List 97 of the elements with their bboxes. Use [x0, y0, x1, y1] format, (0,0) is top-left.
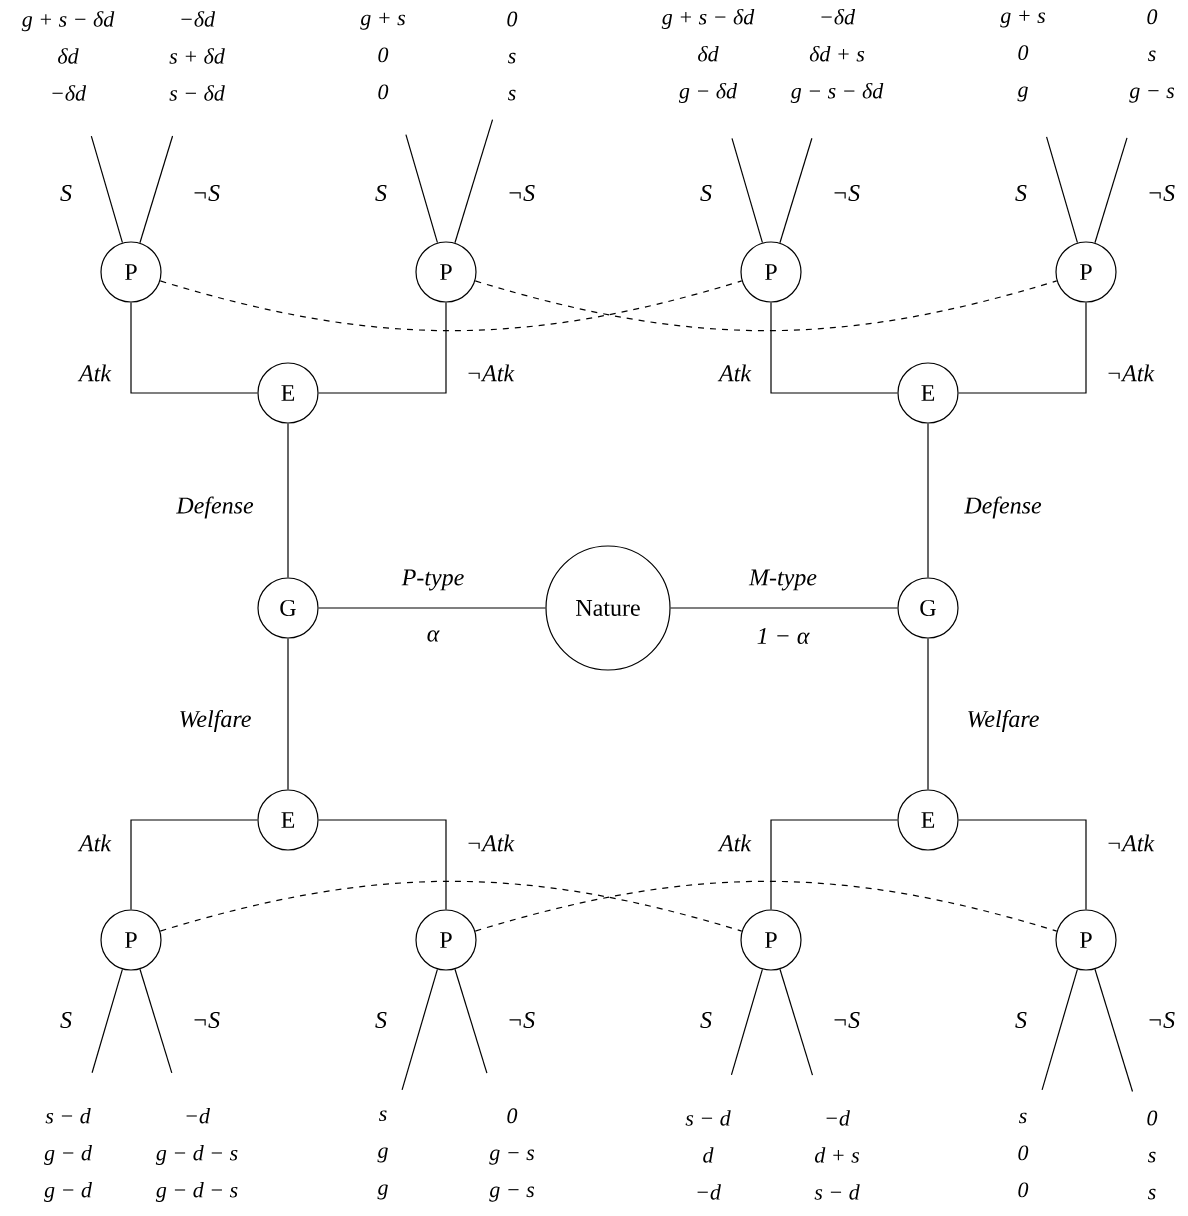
branch-line — [130, 819, 258, 910]
decision-node: E — [897, 789, 959, 851]
branch-line — [730, 968, 763, 1076]
branch-line — [287, 638, 289, 790]
branch-line — [90, 135, 124, 244]
probability-label: α — [424, 628, 442, 644]
decision-node: E — [257, 362, 319, 424]
decision-node: P — [1055, 909, 1117, 971]
edge-label: ¬S — [504, 1009, 538, 1031]
decision-node: G — [257, 577, 319, 639]
edge-label: S — [58, 182, 74, 204]
decision-node: E — [257, 789, 319, 851]
branch-line — [1094, 137, 1128, 244]
branch-line — [958, 302, 1087, 394]
edge-label: ¬S — [829, 1009, 863, 1031]
payoff-vector: g + s 0 g — [1000, 10, 1046, 102]
branch-line — [779, 137, 813, 244]
edge-label: Atk — [77, 362, 113, 384]
branch-line — [287, 423, 289, 578]
branch-line — [91, 968, 123, 1074]
edge-label: ¬S — [504, 182, 538, 204]
branch-line — [454, 119, 494, 244]
edge-label: ¬Atk — [1103, 832, 1157, 854]
branch-line — [670, 607, 898, 609]
branch-line — [401, 968, 438, 1091]
edge-label: S — [698, 1009, 714, 1031]
payoff-vector: 0 g − s g − s — [489, 1108, 535, 1202]
decision-node: P — [100, 909, 162, 971]
edge-label: S — [1013, 182, 1029, 204]
probability-label: 1 − α — [754, 625, 812, 647]
payoff-vector: 0 s s — [507, 11, 518, 101]
payoff-vector: g + s − δd δd −δd — [21, 11, 115, 101]
edge-label: ¬Atk — [463, 362, 517, 384]
decision-node: P — [100, 241, 162, 303]
branch-line — [318, 607, 546, 609]
edge-label: ¬S — [1144, 182, 1178, 204]
edge-label: Atk — [717, 832, 753, 854]
edge-label: S — [58, 1009, 74, 1031]
edge-label: Welfare — [176, 708, 254, 734]
edge-label: S — [373, 1009, 389, 1031]
branch-line — [454, 968, 488, 1074]
decision-node: P — [415, 909, 477, 971]
edge-label: S — [698, 182, 714, 204]
payoff-vector: 0 s s — [1147, 1110, 1158, 1200]
branch-line — [1045, 136, 1079, 244]
edge-label: Atk — [77, 832, 113, 854]
branch-line — [405, 134, 439, 244]
branch-line — [770, 302, 898, 394]
edge-label: ¬S — [829, 182, 863, 204]
payoff-vector: s 0 0 — [1018, 1112, 1029, 1198]
edge-label: Defense — [962, 494, 1044, 521]
branch-line — [770, 819, 898, 910]
edge-label: ¬S — [189, 1009, 223, 1031]
edge-label: Atk — [717, 362, 753, 384]
branch-line — [1094, 968, 1134, 1093]
edge-label: S — [373, 182, 389, 204]
payoff-vector: g + s − δd δd g − δd — [661, 8, 755, 103]
branch-line — [731, 137, 764, 244]
payoff-vector: g + s 0 0 — [360, 12, 406, 100]
payoff-vector: −δd δd + s g − s − δd — [790, 8, 884, 103]
payoff-vector: s − d d −d — [685, 1110, 731, 1200]
payoff-vector: −d d + s s − d — [814, 1110, 860, 1200]
decision-node: P — [740, 909, 802, 971]
edge-label: ¬Atk — [1103, 362, 1157, 384]
branch-line — [318, 819, 447, 910]
payoff-vector: s g g — [377, 1110, 388, 1200]
payoff-vector: −d g − d − s g − d − s — [155, 1108, 238, 1202]
branch-line — [927, 638, 929, 790]
payoff-vector: 0 s g − s — [1129, 9, 1175, 103]
edge-label: Defense — [174, 494, 256, 521]
branch-line — [139, 968, 173, 1074]
information-set-line — [159, 280, 743, 332]
decision-node: P — [415, 241, 477, 303]
branch-line — [318, 302, 447, 394]
payoff-vector: −δd s + δd s − δd — [169, 11, 225, 101]
chance-node: Nature — [545, 545, 671, 671]
edge-label: ¬S — [189, 182, 223, 204]
branch-line — [1041, 968, 1078, 1091]
branch-line — [958, 819, 1087, 910]
edge-label: Welfare — [964, 708, 1042, 734]
edge-label: ¬S — [1144, 1009, 1178, 1031]
branch-line — [927, 423, 929, 578]
decision-node: G — [897, 577, 959, 639]
branch-line — [139, 135, 174, 244]
information-set-line — [474, 280, 1058, 332]
decision-node: P — [1055, 241, 1117, 303]
edge-label: ¬Atk — [463, 832, 517, 854]
information-set-line — [159, 880, 743, 932]
edge-label: P-type — [399, 567, 467, 593]
decision-node: P — [740, 241, 802, 303]
branch-line — [130, 302, 258, 394]
branch-line — [779, 968, 814, 1076]
payoff-vector: s − d g − d g − d — [44, 1108, 92, 1202]
edge-label: S — [1013, 1009, 1029, 1031]
edge-label: M-type — [747, 567, 819, 593]
decision-node: E — [897, 362, 959, 424]
information-set-line — [474, 880, 1058, 932]
